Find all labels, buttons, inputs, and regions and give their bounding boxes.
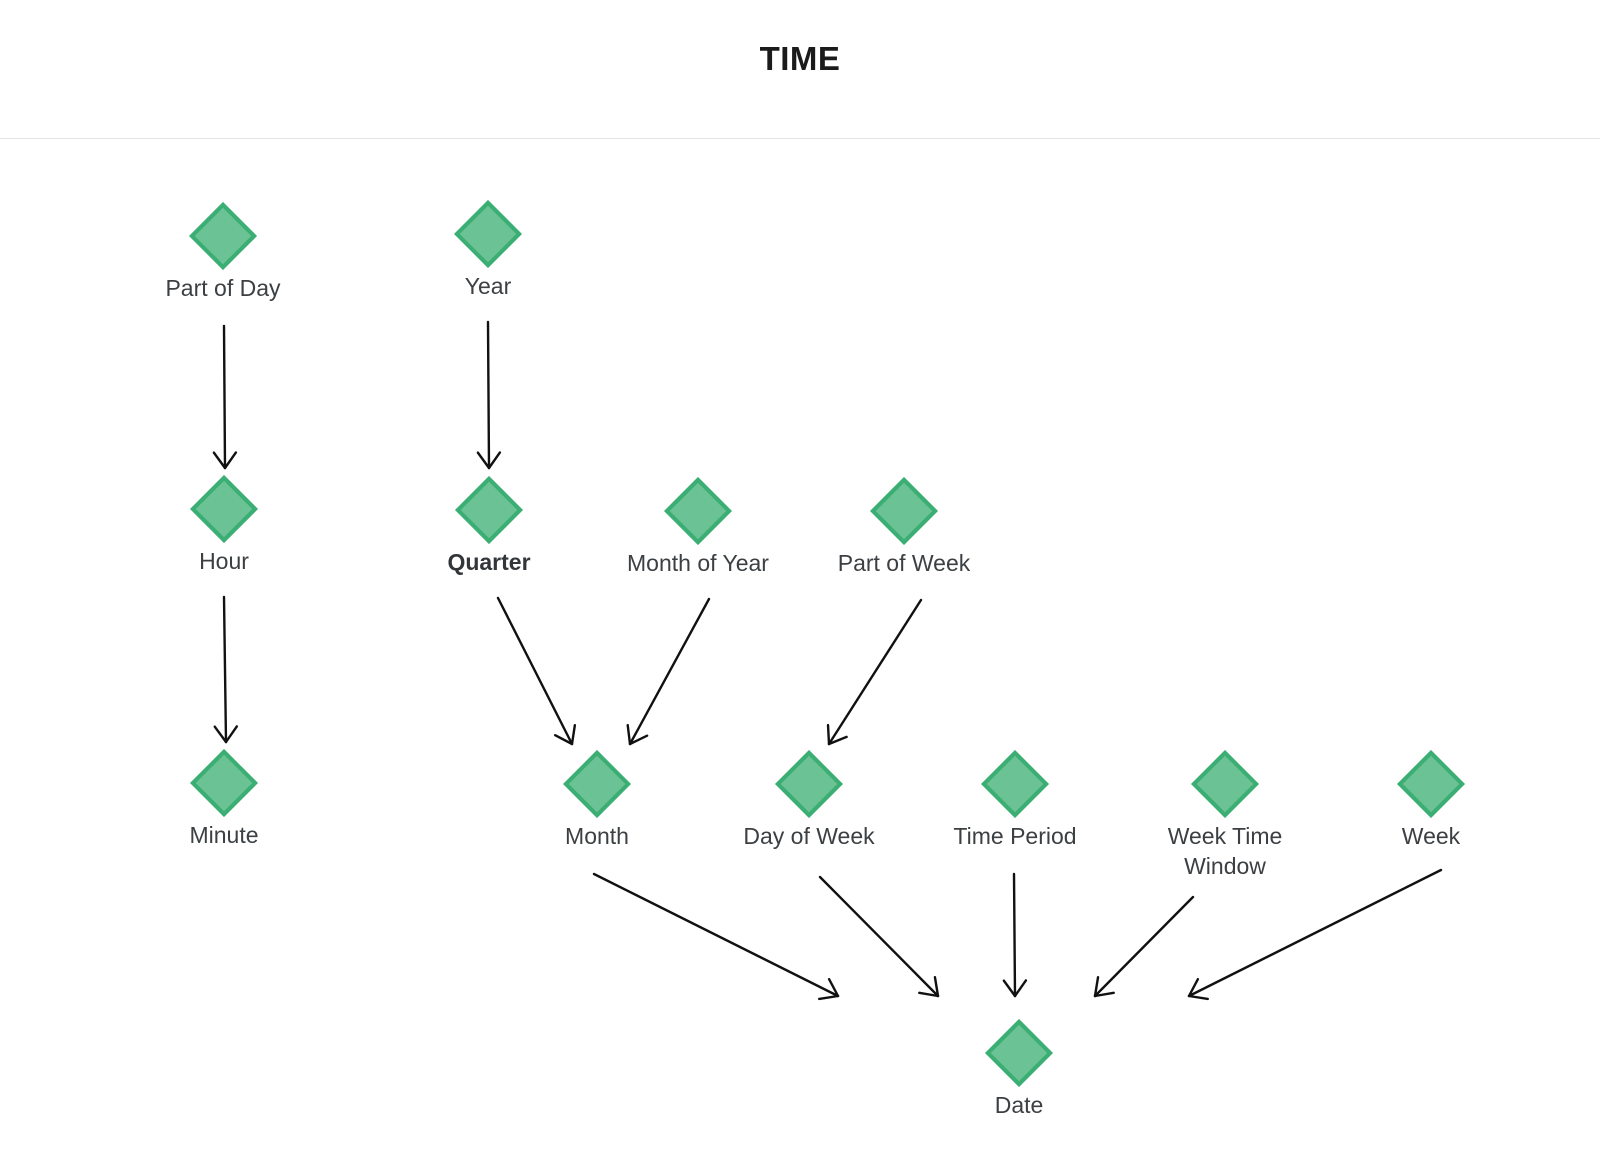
node-date[interactable]: Date xyxy=(909,1019,1129,1120)
node-label: Month of Year xyxy=(627,550,769,576)
diamond-icon xyxy=(455,476,523,544)
diamond-icon xyxy=(985,1019,1053,1087)
node-label: Time Period xyxy=(953,823,1077,849)
diamond-icon xyxy=(870,477,938,545)
node-time-period[interactable]: Time Period xyxy=(905,750,1125,851)
node-label: Week Time Window xyxy=(1167,823,1283,879)
diamond-icon xyxy=(664,477,732,545)
node-year[interactable]: Year xyxy=(378,200,598,301)
diamond-icon xyxy=(1397,750,1465,818)
diamond-icon xyxy=(189,202,257,270)
diamond-icon xyxy=(775,750,843,818)
node-month-of-year[interactable]: Month of Year xyxy=(588,477,808,578)
node-label: Quarter xyxy=(447,549,531,575)
node-label: Day of Week xyxy=(743,823,875,849)
header-divider xyxy=(0,138,1600,139)
node-label: Minute xyxy=(189,822,259,848)
node-label: Year xyxy=(464,273,512,299)
diamond-icon xyxy=(190,749,258,817)
node-day-of-week[interactable]: Day of Week xyxy=(699,750,919,851)
node-minute[interactable]: Minute xyxy=(114,749,334,850)
node-label: Hour xyxy=(199,548,249,574)
node-label: Week xyxy=(1401,823,1461,849)
diamond-icon xyxy=(1191,750,1259,818)
diamond-icon xyxy=(981,750,1049,818)
node-week[interactable]: Week xyxy=(1321,750,1541,851)
node-month[interactable]: Month xyxy=(487,750,707,851)
node-quarter[interactable]: Quarter xyxy=(379,476,599,577)
node-label: Date xyxy=(994,1092,1044,1118)
header: TIME xyxy=(0,0,1600,139)
diamond-icon xyxy=(190,475,258,543)
node-hour[interactable]: Hour xyxy=(114,475,334,576)
node-part-of-day[interactable]: Part of Day xyxy=(113,202,333,303)
diamond-icon xyxy=(454,200,522,268)
node-label: Part of Week xyxy=(837,550,971,576)
node-week-time-window[interactable]: Week Time Window xyxy=(1115,750,1335,881)
node-label: Part of Day xyxy=(165,275,281,301)
node-part-of-week[interactable]: Part of Week xyxy=(794,477,1014,578)
node-label: Month xyxy=(565,823,629,849)
page-title: TIME xyxy=(759,40,841,77)
diamond-icon xyxy=(563,750,631,818)
